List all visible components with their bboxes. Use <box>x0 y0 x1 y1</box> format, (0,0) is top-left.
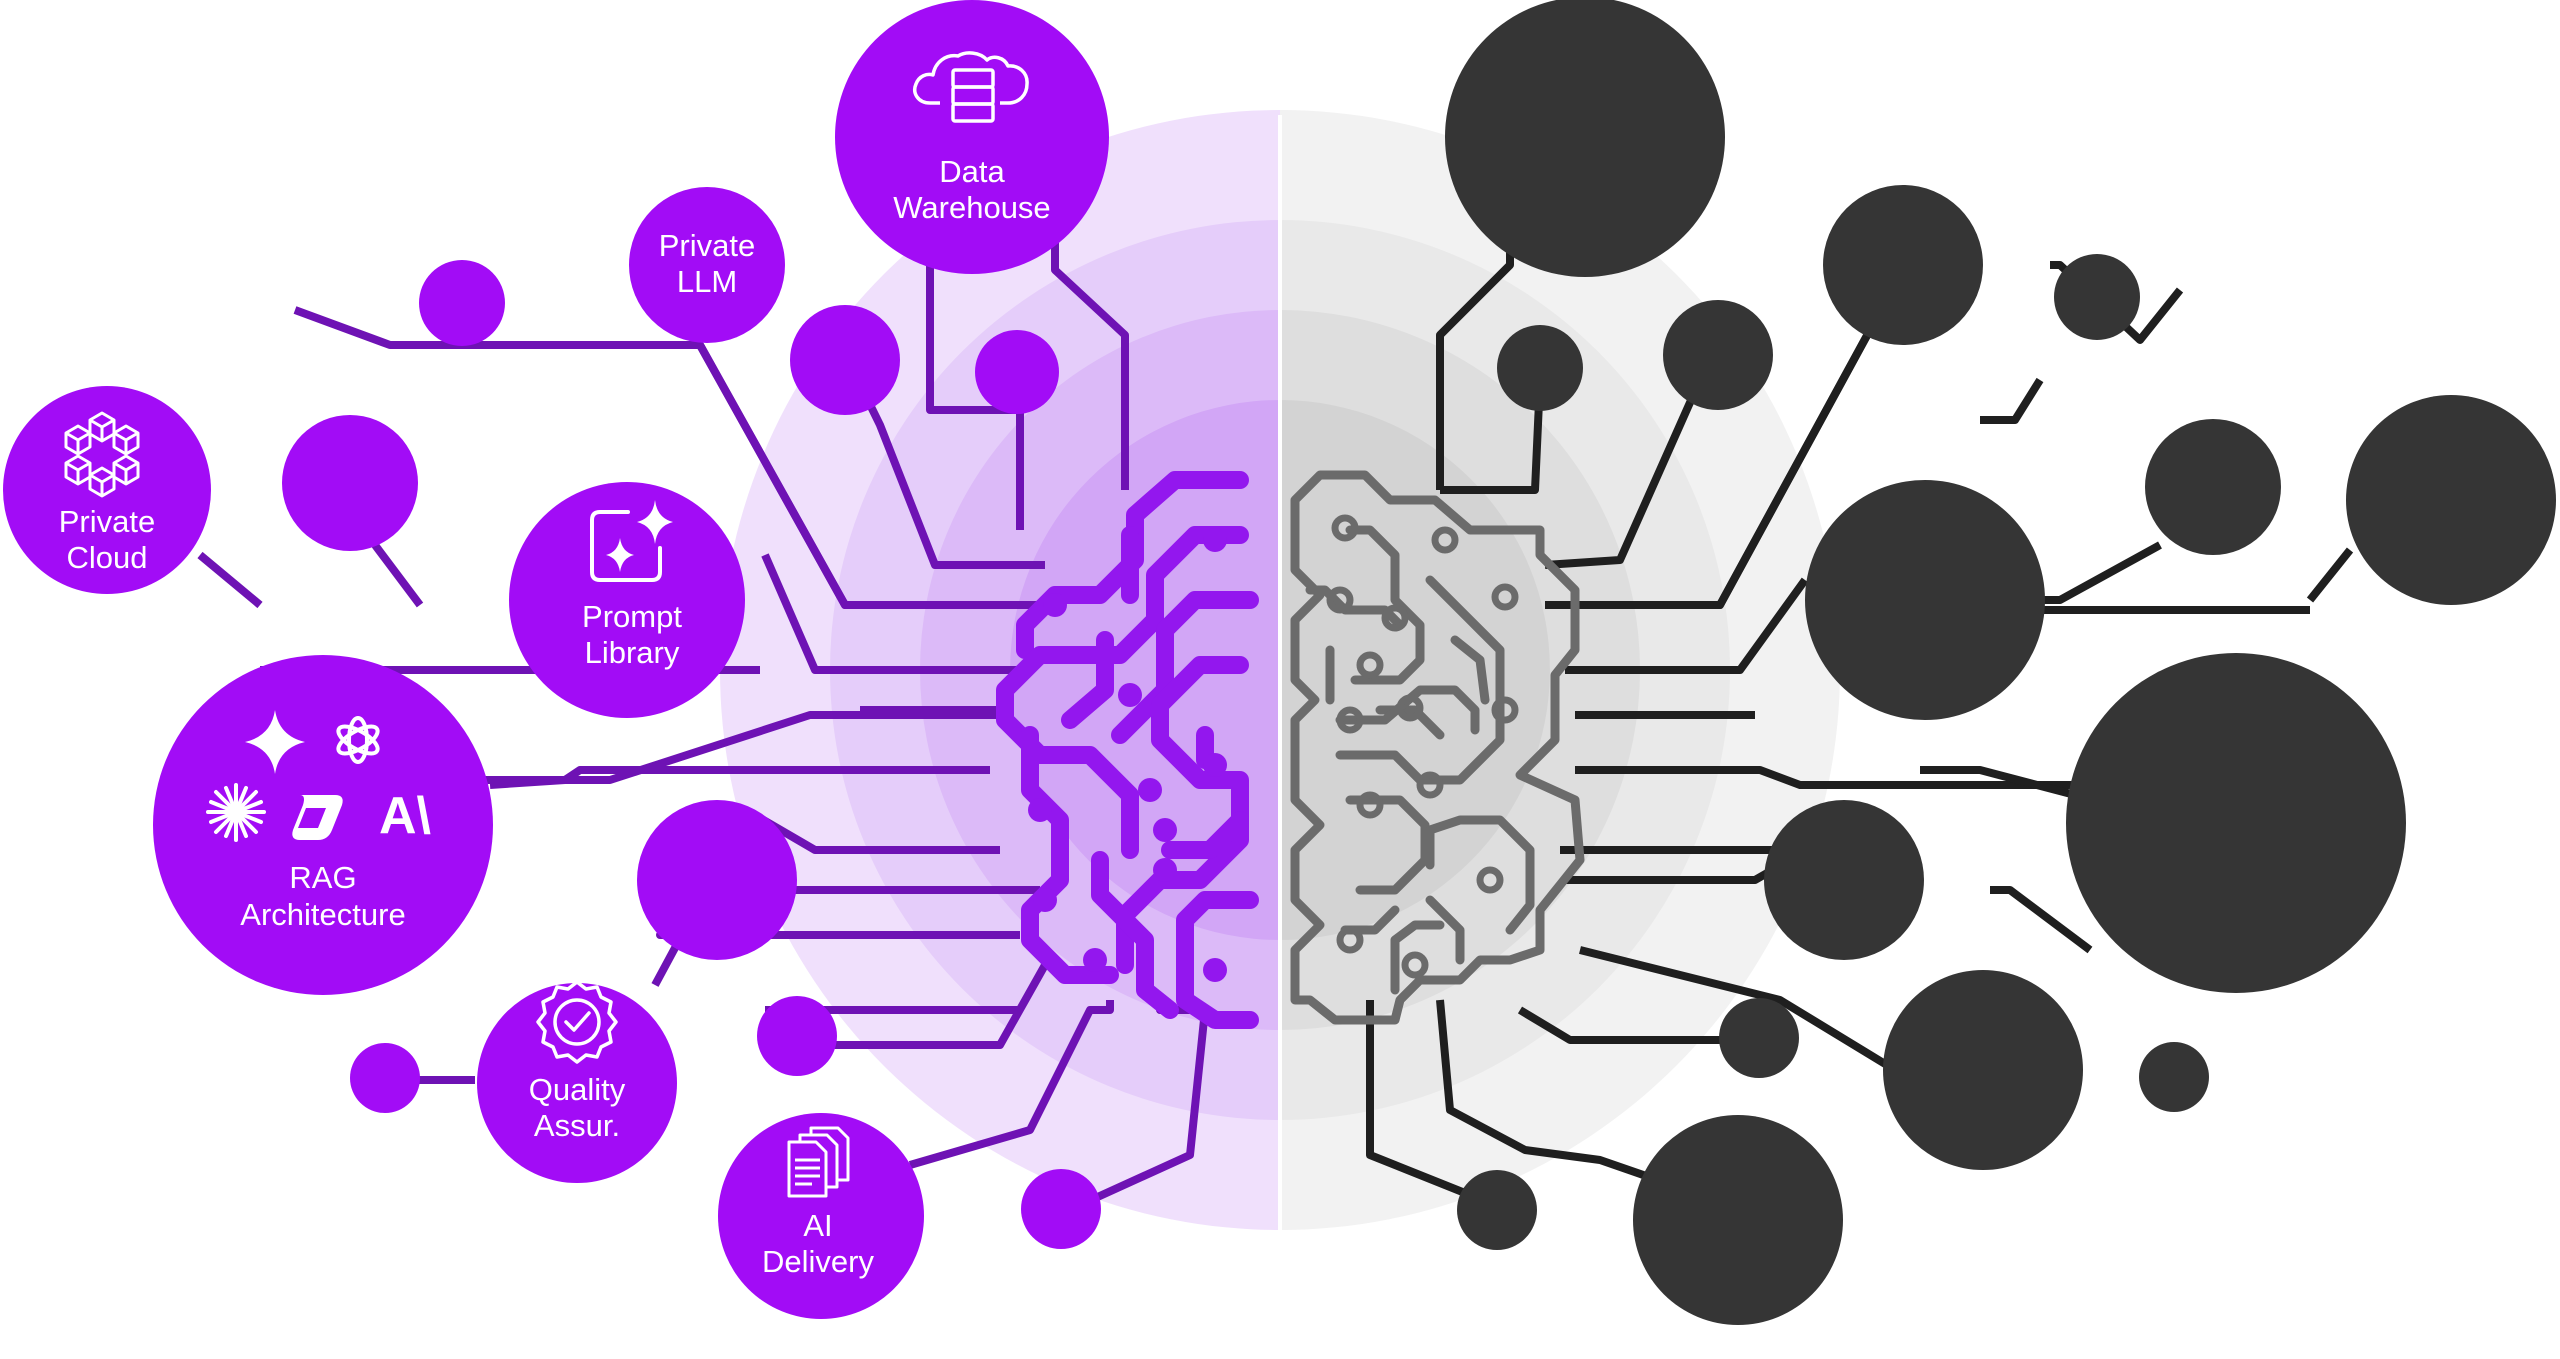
gemini-icon <box>245 710 305 774</box>
ai-delivery-label-2: Delivery <box>762 1244 874 1279</box>
rag-architecture-label-2: Architecture <box>240 897 405 932</box>
private-cloud-label-1: Private <box>59 504 155 539</box>
documents-icon <box>787 1126 850 1198</box>
left-brain-chip <box>996 471 1259 1029</box>
node-prompt-library <box>509 482 745 718</box>
prompt-library-label-2: Library <box>585 635 680 670</box>
node-ai-delivery <box>718 1113 924 1319</box>
background-halo <box>720 110 1840 1230</box>
node-quality-assur <box>477 983 677 1183</box>
openai-icon <box>336 716 380 764</box>
right-nodes <box>1445 0 2556 1325</box>
prompt-library-label-1: Prompt <box>582 599 682 634</box>
copilot-icon <box>292 795 343 840</box>
node-private-llm <box>629 187 785 343</box>
quality-assur-label-1: Quality <box>529 1072 626 1107</box>
node-private-cloud <box>3 386 211 594</box>
left-brain-dots <box>1028 528 1227 982</box>
svg-text:A\: A\ <box>379 787 431 845</box>
badge-check-icon <box>536 980 618 1064</box>
cloud-database-icon <box>913 51 1029 123</box>
private-llm-label-2: LLM <box>677 264 737 299</box>
right-brain-dots <box>1326 514 1519 979</box>
private-cloud-label-2: Cloud <box>67 540 148 575</box>
node-data-warehouse <box>835 0 1109 274</box>
quality-assur-label-2: Assur. <box>534 1108 620 1143</box>
perplexity-icon <box>206 783 266 842</box>
data-warehouse-label-2: Warehouse <box>893 190 1050 225</box>
right-brain-outline <box>1290 470 1585 1025</box>
data-warehouse-label-1: Data <box>939 154 1005 189</box>
cubes-network-icon <box>64 411 140 498</box>
left-nodes <box>3 0 1109 1319</box>
rag-architecture-label-1: RAG <box>289 860 356 895</box>
anthropic-icon: A\ <box>379 787 431 845</box>
sparkle-frame-icon <box>590 500 673 582</box>
private-llm-label-1: Private <box>659 228 755 263</box>
ai-delivery-label-1: AI <box>803 1208 832 1243</box>
